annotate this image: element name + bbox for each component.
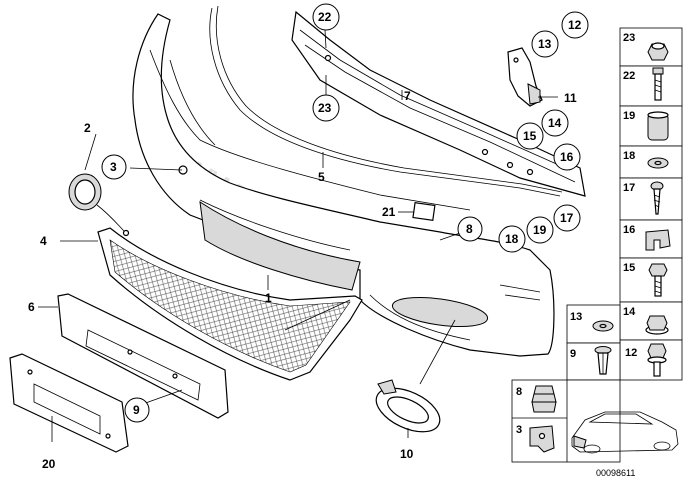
svg-text:13: 13	[538, 37, 552, 51]
bolt-icon	[652, 67, 664, 101]
parts-column-left: 13 9 8 3	[511, 304, 679, 463]
callout-9: 9	[124, 397, 150, 423]
label-4: 4	[40, 234, 47, 248]
label-6: 6	[28, 300, 35, 314]
col-label-9: 9	[570, 348, 576, 360]
svg-text:9: 9	[133, 403, 140, 417]
callout-22: 22	[312, 3, 340, 31]
label-1: 1	[265, 291, 272, 305]
svg-text:16: 16	[560, 150, 574, 164]
screw-icon	[650, 181, 664, 215]
col-label-23: 23	[623, 32, 635, 44]
hex-bolt-icon	[648, 263, 668, 297]
bumper-carrier	[291, 10, 586, 197]
label-5: 5	[318, 170, 325, 184]
fog-trim-ring	[375, 379, 441, 433]
callout-14: 14	[541, 109, 569, 137]
svg-text:8: 8	[466, 222, 473, 236]
callout-13: 13	[531, 30, 559, 58]
tow-hook-cover	[68, 173, 130, 237]
col-label-13: 13	[570, 311, 582, 323]
callout-16: 16	[553, 143, 581, 171]
callout-8: 8	[457, 216, 483, 242]
callout-15: 15	[516, 122, 544, 150]
cover-plate-21	[412, 201, 436, 221]
svg-text:17: 17	[560, 211, 574, 225]
col-label-22: 22	[623, 70, 635, 82]
seal-strip	[209, 5, 563, 197]
flange-nut-icon	[645, 315, 669, 335]
col-label-17: 17	[623, 182, 635, 194]
bellows-icon	[531, 385, 557, 413]
license-holder-20	[9, 353, 129, 453]
sleeve-icon	[647, 111, 669, 141]
collar-bolt-icon	[647, 343, 667, 377]
label-21: 21	[382, 205, 396, 219]
svg-text:3: 3	[110, 160, 117, 174]
svg-text:19: 19	[533, 223, 547, 237]
svg-text:22: 22	[318, 10, 332, 24]
col-label-18: 18	[623, 150, 635, 162]
col-label-3: 3	[516, 424, 522, 436]
parts-column-right: 23 22 19 18 17 1	[619, 27, 683, 381]
col-label-8: 8	[516, 386, 522, 398]
col-label-16: 16	[623, 224, 635, 236]
bracket-icon	[529, 425, 555, 453]
svg-text:14: 14	[548, 116, 562, 130]
washer-icon	[592, 320, 614, 332]
label-7: 7	[404, 89, 411, 103]
leader-lines	[38, 29, 558, 442]
col-label-15: 15	[623, 262, 635, 274]
svg-text:18: 18	[505, 232, 519, 246]
license-base-6	[57, 293, 229, 419]
col-label-19: 19	[623, 110, 635, 122]
washer-icon	[647, 157, 669, 169]
callout-23: 23	[312, 94, 340, 122]
label-20: 20	[42, 457, 56, 471]
nut-icon	[647, 42, 669, 61]
callout-17: 17	[553, 204, 581, 232]
label-2: 2	[84, 121, 91, 135]
label-10: 10	[400, 447, 414, 461]
col-label-12: 12	[625, 347, 637, 359]
col-label-14: 14	[623, 306, 636, 318]
doc-number: 00098611	[596, 468, 635, 478]
car-silhouette	[571, 411, 679, 454]
svg-text:15: 15	[523, 129, 537, 143]
callout-12: 12	[561, 11, 589, 39]
callout-18: 18	[498, 225, 526, 253]
expanding-rivet-icon	[594, 346, 612, 375]
grille-mesh	[97, 227, 363, 381]
svg-text:12: 12	[568, 18, 582, 32]
bracket-11	[507, 47, 543, 107]
label-11: 11	[564, 91, 577, 105]
callout-19: 19	[526, 216, 554, 244]
clip-icon	[645, 229, 671, 251]
callout-3: 3	[101, 154, 127, 180]
svg-text:23: 23	[318, 101, 332, 115]
bumper-cover	[132, 13, 555, 357]
